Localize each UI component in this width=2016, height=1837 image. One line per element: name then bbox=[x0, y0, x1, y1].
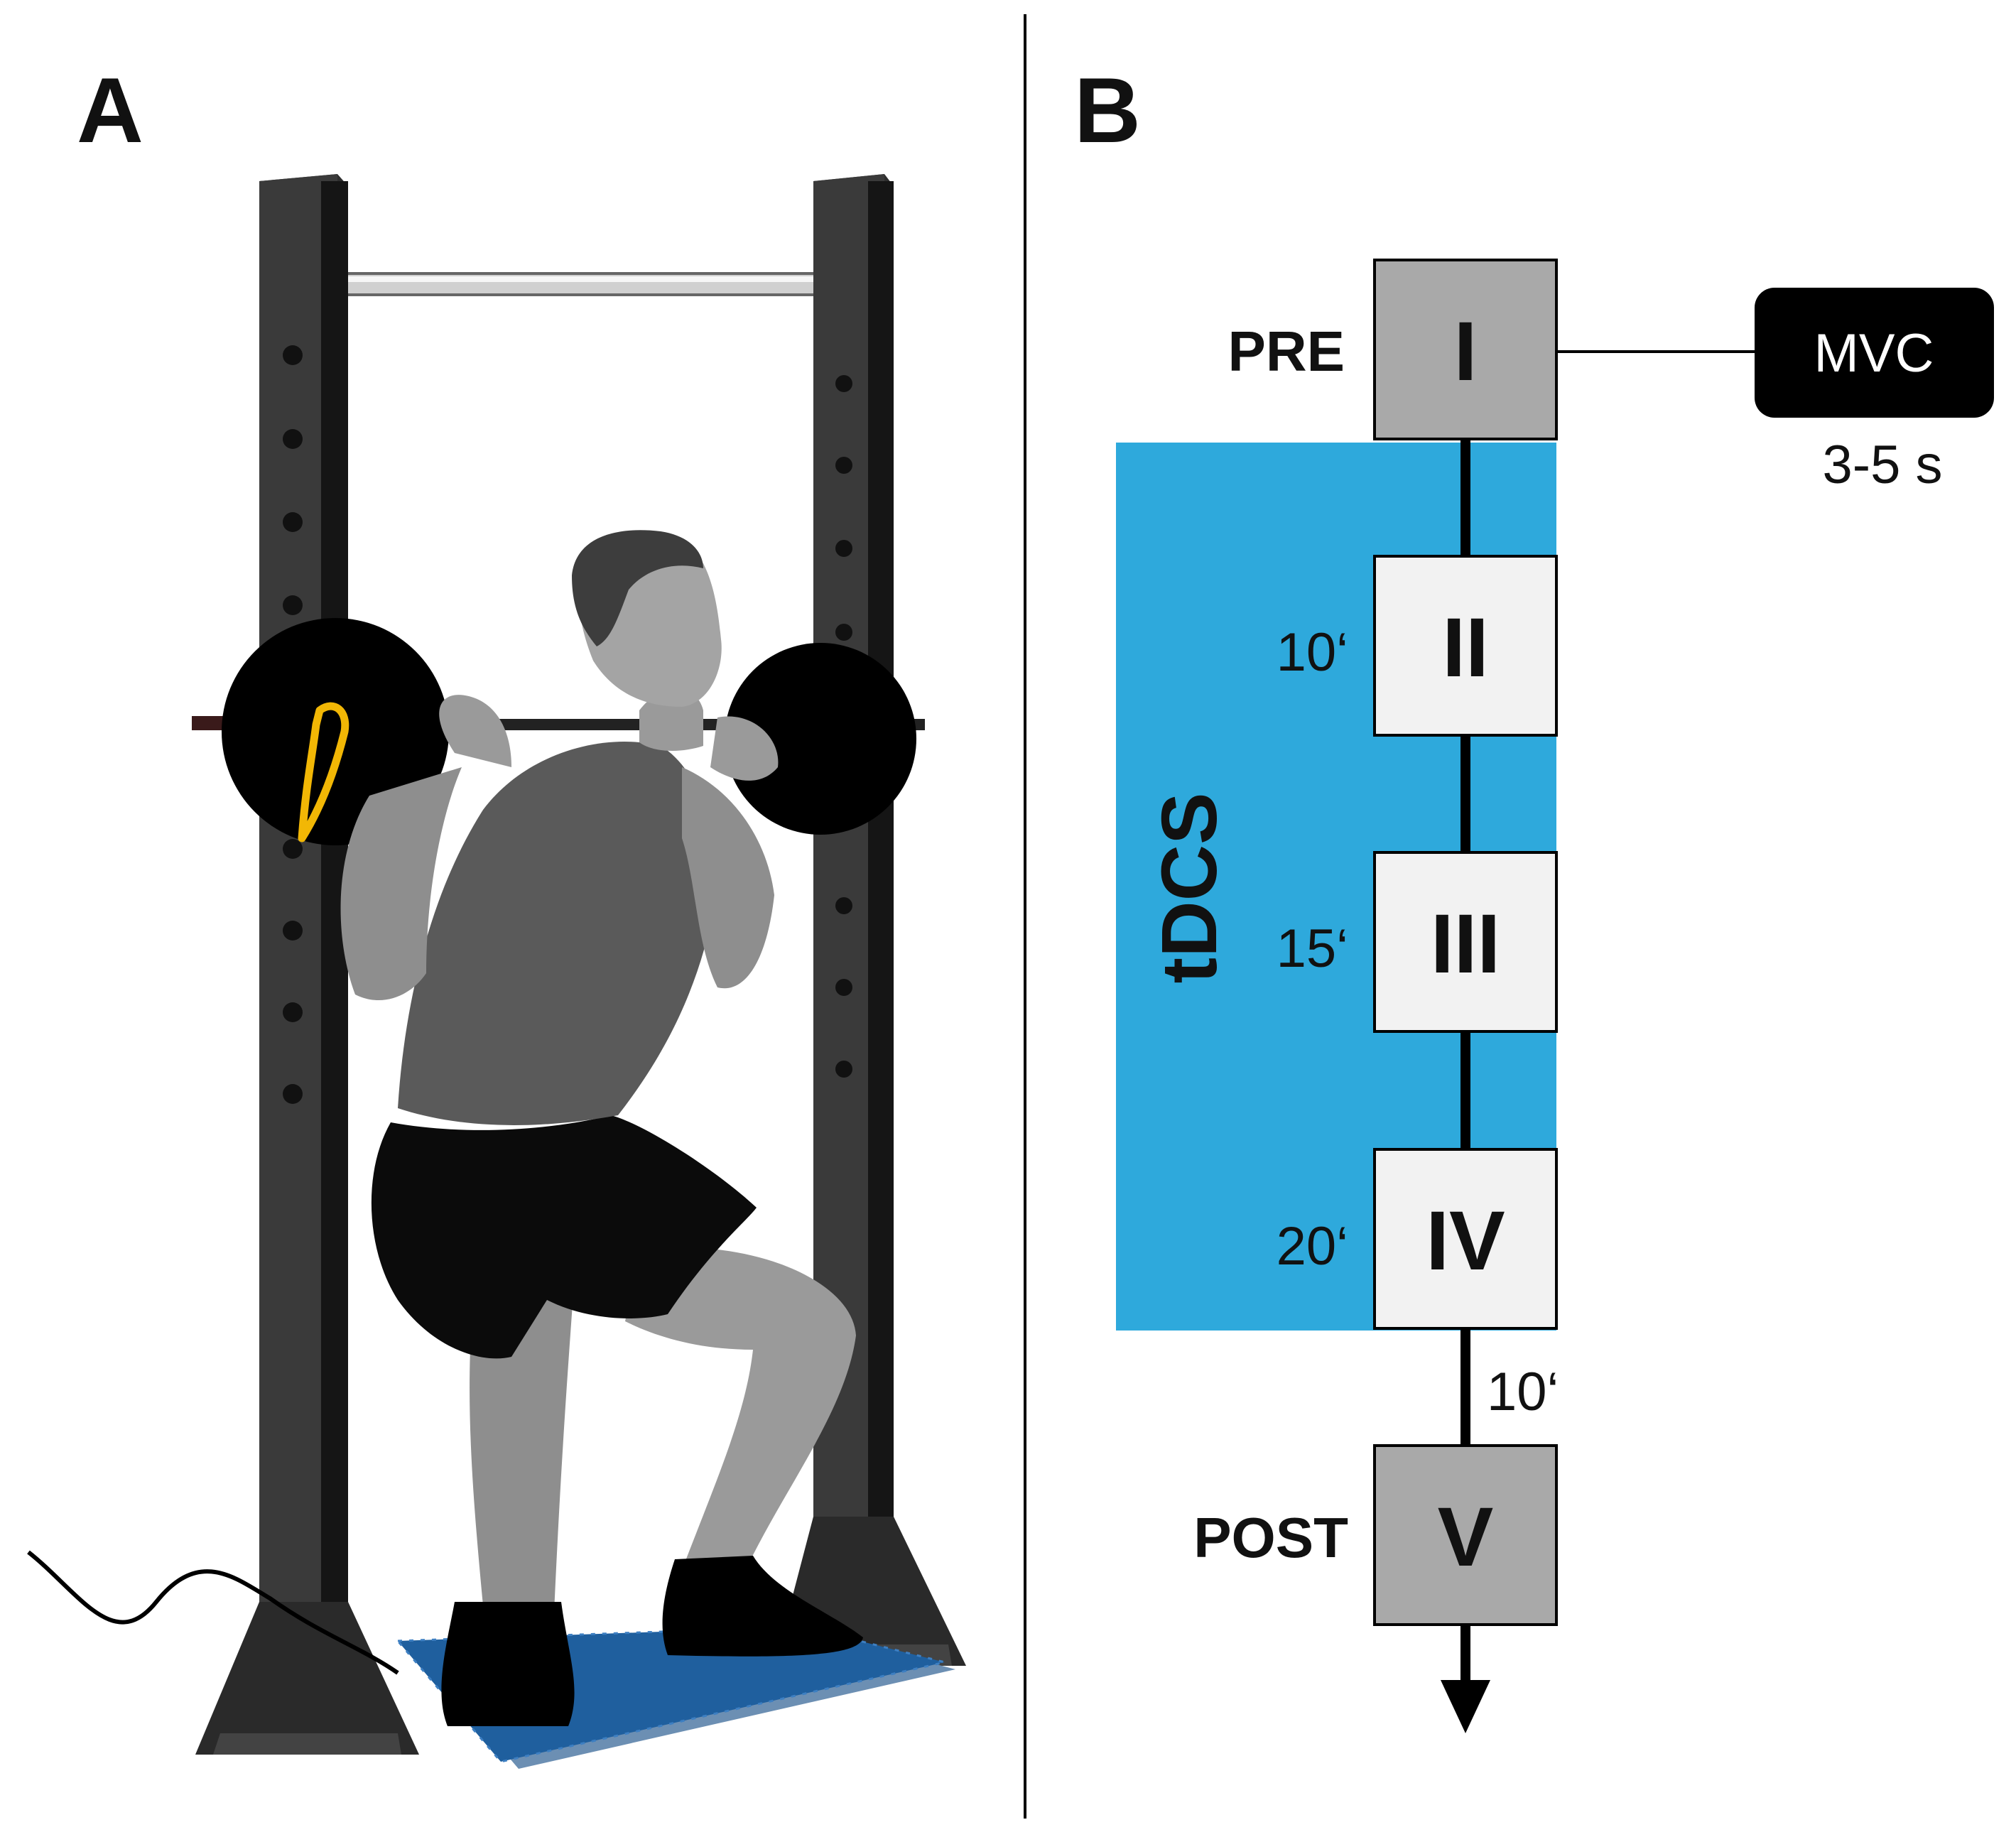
panel-a: A bbox=[27, 58, 966, 1769]
squatting-person-icon bbox=[340, 530, 863, 1726]
timeline-arrow-icon bbox=[1441, 1680, 1490, 1733]
panel-letter-b: B bbox=[1074, 58, 1141, 162]
mvc-box: MVC bbox=[1755, 288, 1994, 418]
stage-5: V POST bbox=[1193, 1444, 1558, 1626]
stage-time-label: 10‘ bbox=[1277, 622, 1348, 683]
stage-3: III 15‘ bbox=[1277, 851, 1558, 1033]
stage-2: II 10‘ bbox=[1277, 555, 1558, 737]
panel-b: B tDCS I PRE MVC 3-5 s II 10‘ III bbox=[1074, 58, 1994, 1733]
stage-4: IV 20‘ bbox=[1277, 1148, 1558, 1330]
mvc-label: MVC bbox=[1814, 323, 1934, 384]
stage-time-label: 15‘ bbox=[1277, 918, 1348, 979]
stage-numeral: III bbox=[1431, 897, 1500, 991]
stage-time-label: 20‘ bbox=[1277, 1216, 1348, 1277]
panel-letter-a: A bbox=[77, 58, 143, 162]
stage-1: I PRE bbox=[1228, 259, 1558, 440]
mvc-duration: 3-5 s bbox=[1823, 435, 1943, 495]
cable-icon bbox=[27, 1550, 399, 1675]
stage-numeral: V bbox=[1438, 1490, 1494, 1584]
stage-numeral: II bbox=[1442, 601, 1489, 695]
stage-side-label: PRE bbox=[1228, 320, 1345, 383]
squat-rack-icon bbox=[195, 174, 966, 1755]
post-interval-label: 10‘ bbox=[1487, 1362, 1559, 1422]
stage-numeral: I bbox=[1454, 305, 1478, 399]
stage-numeral: IV bbox=[1426, 1194, 1505, 1288]
stage-side-label: POST bbox=[1193, 1506, 1348, 1569]
tdcs-label: tDCS bbox=[1146, 793, 1233, 984]
barbell-icon bbox=[192, 618, 925, 845]
elastic-band-icon bbox=[298, 702, 349, 842]
